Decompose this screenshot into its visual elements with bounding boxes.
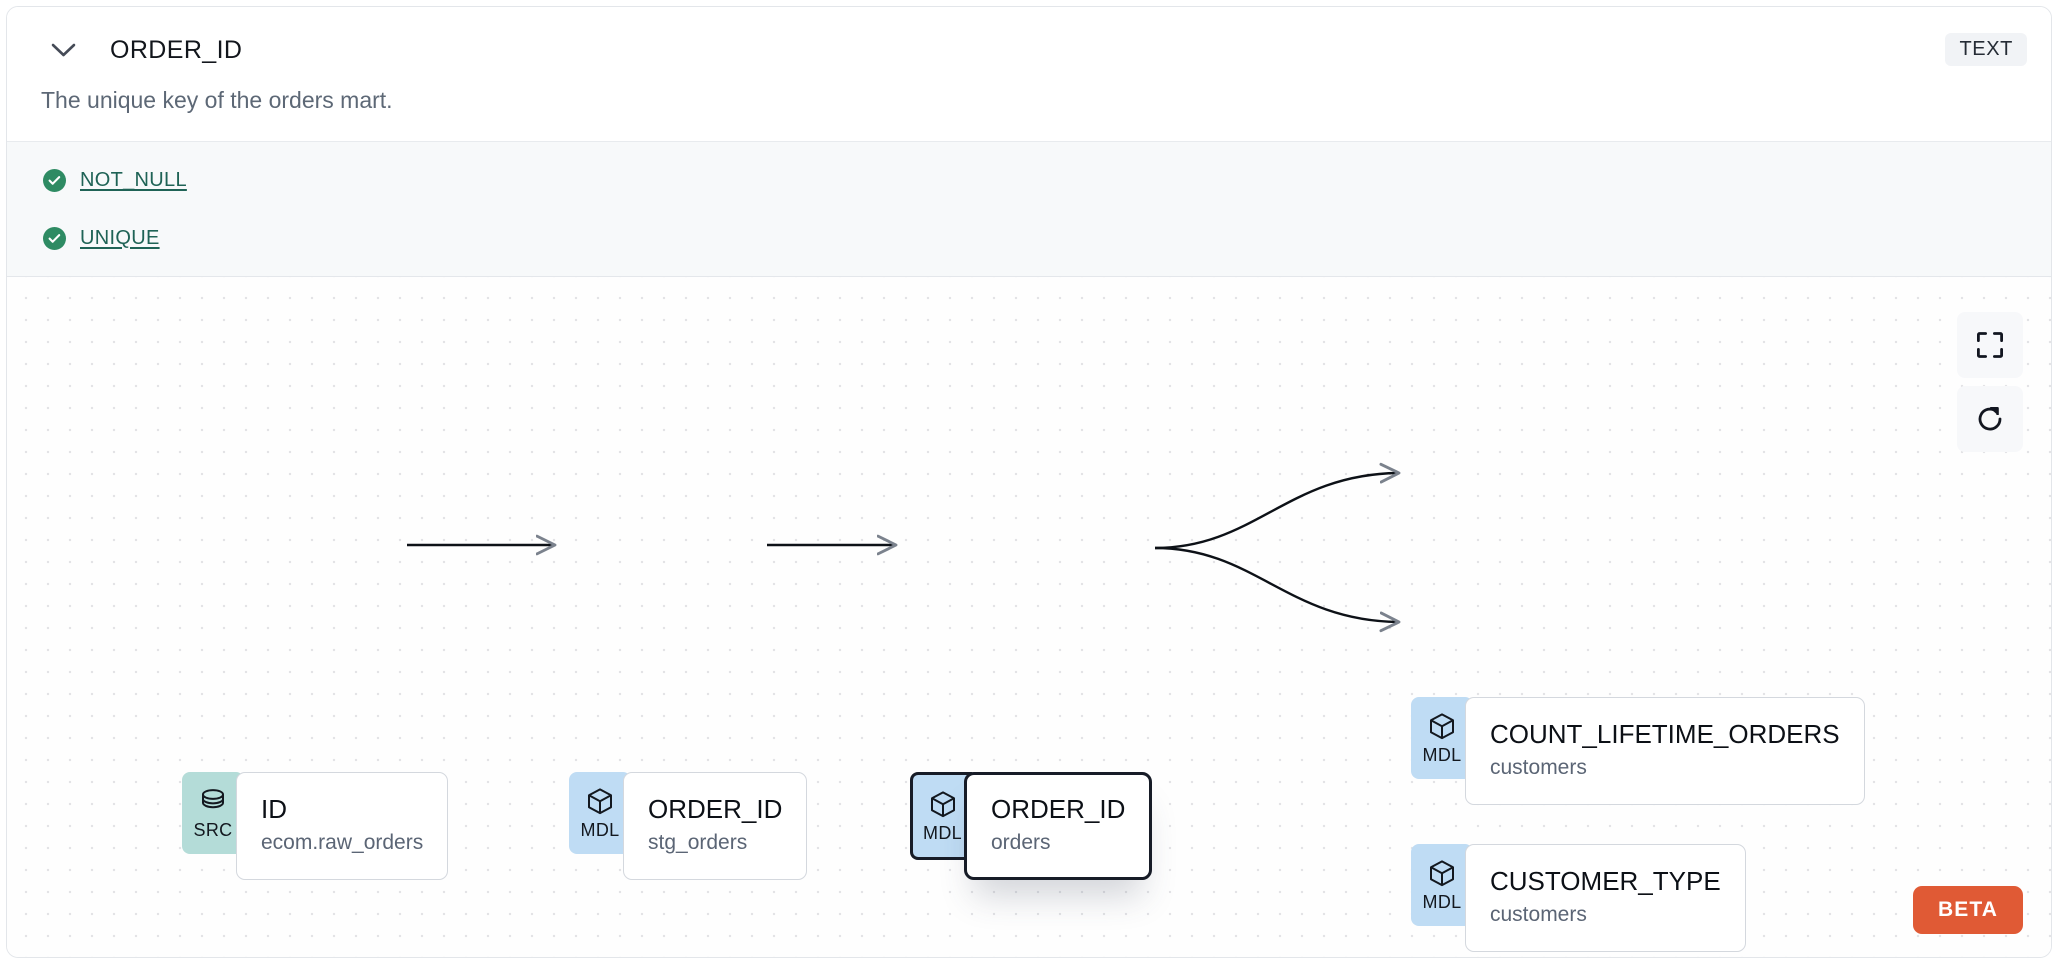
check-circle-icon [43, 226, 66, 250]
test-row: UNIQUE [43, 223, 160, 253]
column-description: The unique key of the orders mart. [41, 87, 393, 113]
test-row: NOT_NULL [43, 165, 187, 195]
fullscreen-icon[interactable] [1957, 312, 2023, 378]
node-body: ORDER_ID orders [964, 772, 1153, 880]
node-body: CUSTOMER_TYPE customers [1465, 844, 1746, 952]
cube-icon: MDL [569, 772, 631, 854]
database-icon: SRC [182, 772, 244, 854]
node-name: CUSTOMER_TYPE [1490, 866, 1721, 897]
node-subtitle: stg_orders [648, 831, 748, 855]
test-link-not-null[interactable]: NOT_NULL [80, 168, 187, 191]
lineage-canvas[interactable]: SRC ID ecom.raw_orders MDL [7, 277, 2051, 957]
node-subtitle: customers [1490, 903, 1587, 927]
lineage-node-customers-count-lifetime-orders[interactable]: MDL COUNT_LIFETIME_ORDERS customers [1411, 697, 1865, 805]
node-body: ID ecom.raw_orders [236, 772, 449, 880]
column-header-row: ORDER_ID TEXT [7, 29, 2051, 71]
node-body: ORDER_ID stg_orders [623, 772, 808, 880]
node-badge-label: MDL [1422, 745, 1462, 765]
node-name: COUNT_LIFETIME_ORDERS [1490, 719, 1840, 750]
cube-icon: MDL [910, 772, 972, 860]
column-header: ORDER_ID TEXT The unique key of the orde… [7, 7, 2051, 141]
lineage-node-src-id[interactable]: SRC ID ecom.raw_orders [182, 772, 449, 880]
refresh-icon[interactable] [1957, 386, 2023, 452]
node-subtitle: orders [991, 831, 1051, 855]
node-name: ID [261, 794, 287, 825]
node-badge-label: SRC [193, 819, 233, 840]
node-subtitle: ecom.raw_orders [261, 831, 424, 855]
lineage-node-customers-customer-type[interactable]: MDL CUSTOMER_TYPE customers [1411, 844, 1746, 952]
column-detail-card: ORDER_ID TEXT The unique key of the orde… [6, 6, 2052, 958]
edge-orders-to-customer-type [1154, 546, 1399, 622]
beta-badge[interactable]: BETA [1912, 886, 2023, 934]
cube-icon: MDL [1411, 844, 1473, 926]
test-link-unique[interactable]: UNIQUE [80, 226, 160, 249]
lineage-node-stg-order-id[interactable]: MDL ORDER_ID stg_orders [569, 772, 808, 880]
chevron-down-icon[interactable] [45, 33, 81, 67]
node-name: ORDER_ID [648, 794, 783, 825]
node-name: ORDER_ID [991, 794, 1126, 825]
page-title: ORDER_ID [110, 36, 243, 64]
node-subtitle: customers [1490, 756, 1587, 780]
node-badge-label: MDL [1422, 892, 1462, 912]
node-body: COUNT_LIFETIME_ORDERS customers [1465, 697, 1865, 805]
check-circle-icon [43, 168, 66, 192]
cube-icon: MDL [1411, 697, 1473, 779]
column-type-badge: TEXT [1945, 33, 2027, 66]
column-tests-section: NOT_NULL UNIQUE [7, 141, 2051, 277]
edge-orders-to-count [1154, 473, 1399, 550]
node-badge-label: MDL [923, 823, 962, 843]
canvas-controls [1957, 312, 2023, 452]
node-badge-label: MDL [580, 820, 620, 840]
lineage-node-orders-order-id[interactable]: MDL ORDER_ID orders [910, 772, 1153, 880]
